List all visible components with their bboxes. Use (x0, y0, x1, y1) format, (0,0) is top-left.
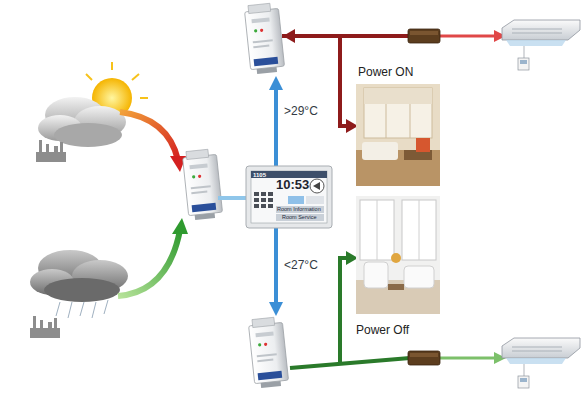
factory-silhouette (36, 140, 66, 162)
room-photo (356, 196, 440, 314)
photo-caption: Power ON (358, 66, 413, 78)
screen-text: 1105 (253, 172, 266, 178)
touch-panel (246, 166, 332, 228)
factory-silhouette (30, 316, 60, 338)
air-conditioner (502, 20, 580, 70)
air-conditioner (502, 338, 580, 388)
threshold-label: >29°C (284, 104, 318, 118)
arrow-head (269, 302, 283, 316)
arrow-head (269, 76, 283, 90)
touch-panel-box: 1105 10:53Room InformationRoom Service (246, 166, 332, 228)
link-line (218, 196, 248, 200)
arrow-head (172, 218, 188, 234)
sun-arrow (120, 112, 178, 160)
relay-module (248, 316, 289, 388)
screen-text: Room Service (282, 215, 317, 221)
screen-text: Room Information (277, 207, 321, 213)
room-photo-box: Power ON (352, 64, 444, 188)
sensor-module (182, 148, 223, 220)
down-arrow (274, 228, 278, 304)
room-photo-box: Power Off (352, 194, 444, 344)
screen-text: 10:53 (276, 178, 309, 191)
relay-module (244, 2, 285, 74)
power-relay (408, 29, 440, 43)
power-relay (408, 351, 440, 365)
up-arrow (274, 88, 278, 166)
rain-cloud (30, 250, 128, 338)
room-photo (356, 84, 440, 186)
threshold-label: <27°C (284, 258, 318, 272)
rain-arrow (118, 230, 180, 296)
photo-caption: Power Off (356, 324, 409, 336)
